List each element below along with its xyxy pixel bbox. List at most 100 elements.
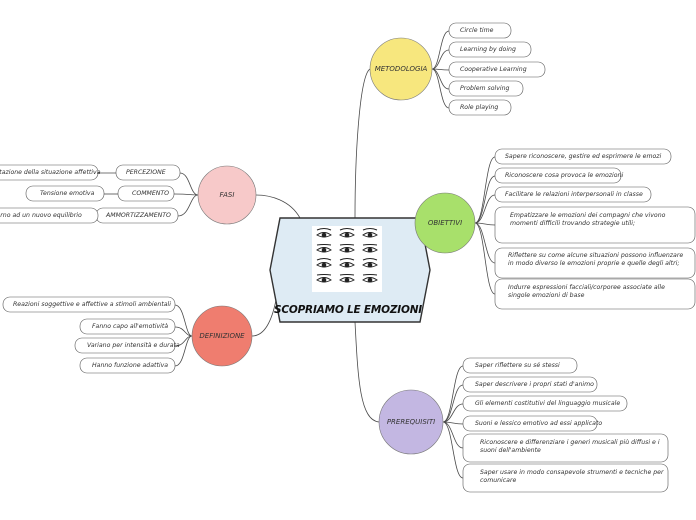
eyebrow-sketch — [316, 258, 332, 261]
obiettivi-item-box[interactable] — [494, 278, 696, 310]
emotion-eyes-illustration — [312, 226, 382, 292]
eyebrow-sketch — [316, 244, 332, 246]
metodologia-item-box[interactable] — [448, 99, 512, 116]
eyebrow-sketch — [362, 228, 378, 231]
eye-sketch — [339, 232, 355, 238]
definizione-item-box[interactable] — [74, 337, 176, 354]
fasi-phase: COMMENTO — [132, 190, 170, 197]
connector-prerequisiti-item — [442, 403, 464, 423]
eye-sketch — [316, 232, 332, 238]
metodologia-label: METODOLOGIA — [374, 65, 428, 73]
metodologia-node[interactable] — [369, 37, 433, 101]
definizione-item: Reazioni soggettive e affettive a stimol… — [13, 301, 171, 308]
eye-sketch — [362, 247, 378, 253]
eye-sketch — [339, 262, 355, 268]
eyebrow-sketch — [316, 228, 332, 231]
obiettivi-node[interactable] — [414, 192, 476, 254]
eye-pupil — [367, 247, 373, 253]
definizione-label: DEFINIZIONE — [199, 332, 245, 340]
eye-sketch — [316, 247, 332, 253]
eye-sketch — [339, 277, 355, 283]
eyebrow-sketch — [339, 228, 355, 231]
eyebrow-sketch — [362, 244, 378, 246]
fasi-detail-box[interactable] — [0, 207, 99, 224]
fasi-label: FASI — [219, 191, 235, 199]
central-title: SCOPRIAMO LE EMOZIONI — [273, 304, 423, 316]
obiettivi-item: Riflettere su come alcune situazioni pos… — [508, 252, 684, 268]
prerequisiti-item: Saper descrivere i propri stati d'animo — [475, 381, 594, 388]
metodologia-item-box[interactable] — [448, 80, 524, 97]
prerequisiti-item-box[interactable] — [462, 433, 669, 463]
fasi-phase-box[interactable] — [115, 164, 181, 181]
obiettivi-item: Riconoscere cosa provoca le emozioni — [505, 172, 624, 179]
eyebrow-sketch — [339, 244, 355, 246]
eyebrow-sketch — [339, 274, 355, 276]
fasi-detail-box[interactable] — [0, 164, 99, 181]
connector-fasi-item — [173, 193, 199, 196]
metodologia-item: Learning by doing — [460, 46, 516, 53]
connector-lines — [96, 30, 496, 479]
prerequisiti-item: Suoni e lessico emotivo ad essi applicat… — [475, 420, 603, 427]
obiettivi-item-box[interactable] — [494, 186, 652, 203]
metodologia-item: Cooperative Learning — [460, 66, 527, 73]
eye-pupil — [367, 277, 373, 283]
definizione-item: Hanno funzione adattiva — [92, 362, 169, 369]
metodologia-item: Problem solving — [460, 85, 510, 92]
obiettivi-item: Facilitare le relazioni interpersonali i… — [505, 191, 643, 198]
prerequisiti-item: Saper usare in modo consapevole strument… — [480, 469, 664, 485]
fasi-detail-box[interactable] — [25, 185, 105, 202]
connector-prerequisiti-item — [442, 421, 464, 449]
prerequisiti-item-box[interactable] — [462, 395, 628, 412]
obiettivi-item: Indurre espressioni facciali/corporee as… — [508, 284, 665, 300]
obiettivi-item: Sapere riconoscere, gestire ed esprimere… — [505, 153, 662, 160]
eye-sketch — [362, 277, 378, 283]
prerequisiti-item: Saper riflettere su sé stessi — [475, 362, 560, 369]
prerequisiti-item-box[interactable] — [462, 357, 578, 374]
eye-pupil — [344, 262, 350, 268]
eye-pupil — [321, 232, 327, 238]
prerequisiti-item-box[interactable] — [462, 463, 669, 493]
metodologia-item-box[interactable] — [448, 61, 546, 78]
definizione-item-box[interactable] — [79, 318, 176, 335]
connector-definizione-item — [174, 326, 193, 337]
connector-prerequisiti-item — [442, 365, 464, 423]
prerequisiti-item-box[interactable] — [462, 376, 598, 393]
eye-pupil — [344, 232, 350, 238]
fasi-phase-box[interactable] — [117, 185, 175, 202]
obiettivi-item-box[interactable] — [494, 148, 672, 165]
eye-pupil — [344, 277, 350, 283]
fasi-detail: Ritorno ad un nuovo equilibrio — [0, 212, 82, 219]
eye-sketch — [339, 247, 355, 253]
obiettivi-label: OBIETTIVI — [427, 219, 463, 227]
obiettivi-item: Empatizzare le emozioni dei compagni che… — [510, 212, 666, 228]
leaf-boxes — [0, 22, 696, 493]
connector-obiettivi-item — [474, 175, 496, 224]
definizione-node[interactable] — [191, 305, 253, 367]
connector-prerequisiti — [354, 321, 380, 423]
metodologia-item: Role playing — [460, 104, 499, 111]
fasi-detail: Valutazione della situazione affettiva — [0, 169, 101, 176]
definizione-item: Fanno capo all'emotività — [92, 323, 169, 330]
obiettivi-item-box[interactable] — [494, 167, 622, 184]
definizione-item-box[interactable] — [79, 357, 176, 374]
eye-pupil — [321, 247, 327, 253]
eyebrow-sketch — [316, 274, 332, 276]
obiettivi-item-box[interactable] — [494, 206, 696, 244]
definizione-item-box[interactable] — [2, 296, 176, 313]
metodologia-item-box[interactable] — [448, 22, 512, 39]
prerequisiti-node[interactable] — [378, 389, 444, 455]
metodologia-item-box[interactable] — [448, 41, 532, 58]
fasi-phase: AMMORTIZZAMENTO — [106, 212, 171, 219]
fasi-node[interactable] — [197, 165, 257, 225]
connector-obiettivi-item — [474, 194, 496, 224]
eye-pupil — [321, 277, 327, 283]
definizione-item: Variano per intensità e durata — [87, 342, 180, 349]
connector-fasi-item — [179, 172, 199, 196]
eye-pupil — [344, 247, 350, 253]
eye-pupil — [321, 262, 327, 268]
connector-prerequisiti-item — [442, 421, 464, 479]
fasi-detail: Tensione emotiva — [40, 190, 95, 197]
connector-metodologia-item — [431, 30, 450, 70]
prerequisiti-item-box[interactable] — [462, 415, 598, 432]
obiettivi-item-box[interactable] — [494, 247, 696, 279]
